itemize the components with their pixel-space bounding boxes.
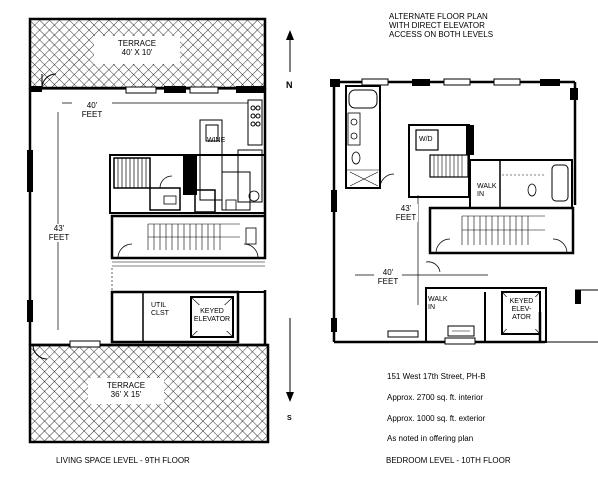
left-depth-value: 43' bbox=[53, 224, 65, 233]
alternate-plan-title-line3: ACCESS ON BOTH LEVELS bbox=[389, 30, 494, 40]
right-depth-value: 43' bbox=[400, 204, 412, 213]
right-keyed-elevator-line2: ELEV- bbox=[511, 306, 532, 314]
wine-label: WINE bbox=[207, 137, 226, 144]
right-plan-caption: BEDROOM LEVEL - 10TH FLOOR bbox=[386, 456, 511, 465]
compass-north: N bbox=[286, 80, 293, 90]
util-closet-line1: UTIL bbox=[151, 302, 167, 309]
right-width-value: 40' bbox=[382, 268, 394, 277]
terrace-top-label: TERRACE 40' X 10' bbox=[96, 39, 178, 57]
walk-in-lower-line2: IN bbox=[428, 304, 435, 312]
left-width-unit: FEET bbox=[81, 110, 103, 120]
compass-arrows bbox=[286, 30, 294, 402]
util-closet-label: UTIL CLST bbox=[151, 302, 169, 318]
right-width-dimension: 40' FEET bbox=[374, 268, 402, 287]
address-text: 151 West 17th Street, PH-B bbox=[387, 372, 486, 381]
compass-south: S bbox=[287, 415, 292, 422]
terrace-bottom-name: TERRACE bbox=[106, 381, 146, 390]
offering-plan-note: As noted in offering plan bbox=[387, 434, 474, 443]
right-depth-unit: FEET bbox=[395, 213, 417, 223]
wd-label: W/D bbox=[419, 136, 433, 143]
right-keyed-elevator-line3: ATOR bbox=[512, 314, 531, 322]
right-depth-dimension: 43' FEET bbox=[394, 204, 418, 223]
terrace-top-name: TERRACE bbox=[117, 39, 157, 48]
left-keyed-elevator-line2: ELEVATOR bbox=[193, 316, 231, 324]
interior-area-text: Approx. 2700 sq. ft. interior bbox=[387, 393, 484, 402]
left-depth-unit: FEET bbox=[48, 233, 70, 243]
right-plan bbox=[330, 78, 598, 345]
right-keyed-elevator-line1: KEYED bbox=[509, 298, 534, 305]
exterior-area-text: Approx. 1000 sq. ft. exterior bbox=[387, 414, 486, 423]
alternate-plan-title: ALTERNATE FLOOR PLAN WITH DIRECT ELEVATO… bbox=[389, 12, 493, 40]
walk-in-upper-line1: WALK bbox=[477, 183, 497, 190]
walk-in-upper-line2: IN bbox=[477, 191, 484, 199]
walk-in-lower-line1: WALK bbox=[428, 296, 448, 303]
left-depth-dimension: 43' FEET bbox=[44, 224, 74, 243]
walk-in-upper-label: WALK IN bbox=[477, 183, 497, 199]
right-keyed-elevator-label: KEYED ELEV- ATOR bbox=[505, 298, 538, 322]
left-keyed-elevator-line1: KEYED bbox=[200, 308, 224, 315]
alternate-plan-title-line1: ALTERNATE FLOOR PLAN bbox=[389, 12, 488, 21]
left-plan bbox=[27, 17, 270, 444]
left-width-dimension: 40' FEET bbox=[72, 101, 112, 120]
alternate-plan-title-line2: WITH DIRECT ELEVATOR bbox=[389, 21, 485, 31]
terrace-top-size: 40' X 10' bbox=[121, 48, 153, 58]
left-keyed-elevator-label: KEYED ELEVATOR bbox=[193, 308, 231, 324]
terrace-bottom-label: TERRACE 36' X 15' bbox=[88, 381, 164, 399]
util-closet-line2: CLST bbox=[151, 310, 169, 318]
terrace-bottom-size: 36' X 15' bbox=[110, 390, 142, 400]
left-width-value: 40' bbox=[86, 101, 98, 110]
right-width-unit: FEET bbox=[377, 277, 399, 287]
walk-in-lower-label: WALK IN bbox=[428, 296, 448, 312]
left-plan-caption: LIVING SPACE LEVEL - 9TH FLOOR bbox=[56, 456, 190, 465]
